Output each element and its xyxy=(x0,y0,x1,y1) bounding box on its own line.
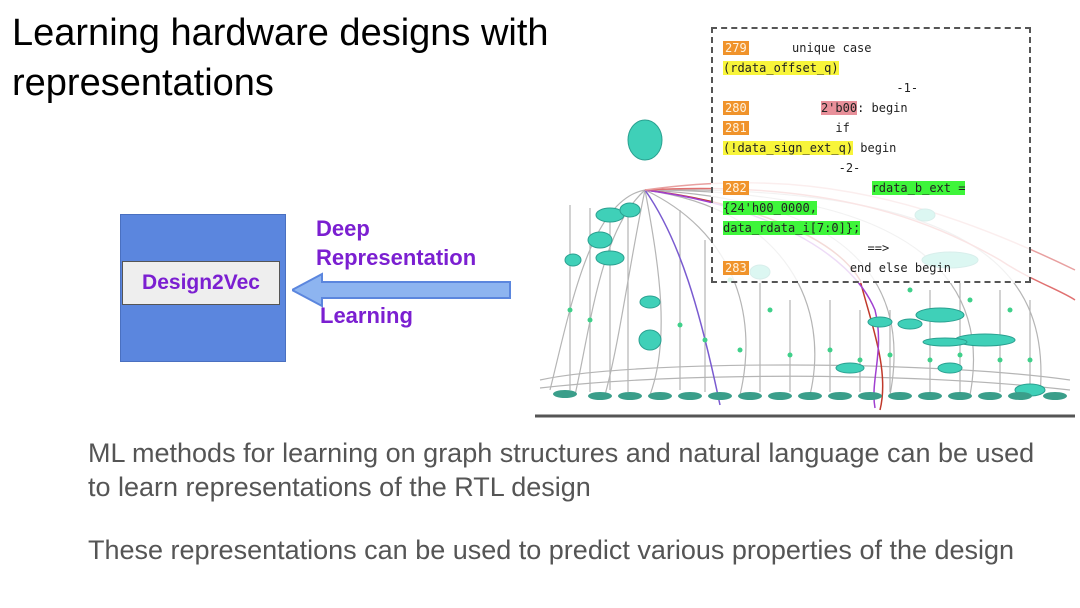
code-line: 283 end else begin xyxy=(723,261,951,275)
code-line: 279 unique case xyxy=(723,41,872,55)
code-line: 281 if xyxy=(723,121,850,135)
code-line: -2- xyxy=(723,161,861,175)
bullet-text: These representations can be used to pre… xyxy=(88,535,1015,565)
verilog-code-snippet: 279 unique case (rdata_offset_q) -1- 280… xyxy=(711,27,1031,283)
design2vec-label: Design2Vec xyxy=(122,261,280,305)
code-line: data_rdata_i[7:0]}; xyxy=(723,221,861,235)
learning-label: Learning xyxy=(320,303,413,328)
code-line: (rdata_offset_q) xyxy=(723,61,839,75)
code-line: ==> xyxy=(723,241,890,255)
code-line: 282 rdata_b_ext = xyxy=(723,181,966,195)
code-line: -1- xyxy=(723,81,919,95)
slide-title: Learning hardware designs with represent… xyxy=(12,12,549,104)
bullet-text: ML methods for learning on graph structu… xyxy=(88,438,1035,502)
deep-representation-label: Deep Representation xyxy=(316,216,477,270)
code-line: {24'h00_0000, xyxy=(723,201,817,215)
left-arrow-icon xyxy=(292,272,511,308)
code-line: (!data_sign_ext_q) begin xyxy=(723,141,897,155)
code-line: 280 2'b00: begin xyxy=(723,101,908,115)
